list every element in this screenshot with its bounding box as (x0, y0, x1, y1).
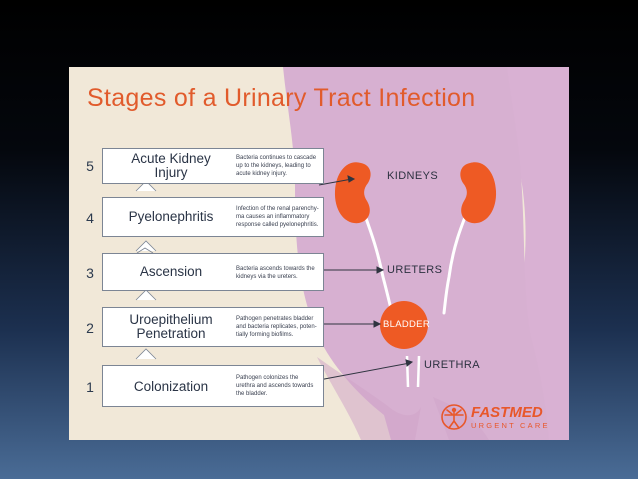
stage-number: 5 (86, 158, 94, 174)
stage-number: 2 (86, 320, 94, 336)
stage-name: Ascension (139, 264, 203, 279)
stage-description: Bacteria ascends towards the kidneys via… (236, 266, 315, 280)
stage-box: Ascension Bacteria ascends towards the k… (102, 253, 324, 291)
stage-5: 5 Acute Kidney Injury Bacteria continues… (69, 148, 331, 184)
logo-wordmark: FASTMED (471, 404, 543, 421)
bladder (380, 301, 428, 349)
stage-number: 3 (86, 265, 94, 281)
stage-name: Uroepithelium Penetration (129, 312, 213, 341)
ureters-label: URETERS (387, 264, 443, 276)
bladder-label: BLADDER (383, 319, 430, 330)
urinary-tract-diagram (135, 162, 497, 388)
stage-connectors (135, 180, 157, 360)
stage-description: Bacteria continues to cascade up to the … (236, 155, 317, 177)
fastmed-logo: FASTMED URGENT CARE (441, 403, 569, 433)
slide: Stages of a Urinary Tract Infection (69, 67, 569, 440)
stage-description: Pathogen penetrates bladder and bacteria… (236, 316, 317, 338)
logo-tagline: URGENT CARE (471, 421, 550, 430)
left-kidney (334, 162, 371, 224)
stage-description: Infection of the renal parenchy- ma caus… (236, 206, 319, 228)
pointer-arrows (318, 175, 414, 381)
right-kidney (460, 162, 497, 224)
stage-number: 1 (86, 379, 94, 395)
stage-1: 1 Colonization Pathogen colonizes the ur… (69, 365, 331, 407)
stage-name: Pyelonephritis (128, 209, 214, 224)
urethra-label: URETHRA (424, 359, 480, 371)
stage-box: Pyelonephritis Infection of the renal pa… (102, 197, 324, 237)
vitruvian-figure-icon (441, 404, 467, 430)
stage-4: 4 Pyelonephritis Infection of the renal … (69, 197, 331, 237)
body-silhouette (283, 67, 569, 440)
stage-box: Uroepithelium Penetration Pathogen penet… (102, 307, 324, 347)
stage-2: 2 Uroepithelium Penetration Pathogen pen… (69, 307, 331, 347)
stage-box: Acute Kidney Injury Bacteria continues t… (102, 148, 324, 184)
page-title: Stages of a Urinary Tract Infection (87, 84, 476, 112)
stage-name: Acute Kidney Injury (131, 151, 211, 180)
stage-3: 3 Ascension Bacteria ascends towards the… (69, 253, 331, 291)
stage-name: Colonization (133, 379, 209, 394)
kidneys-label: KIDNEYS (387, 170, 439, 182)
ureters (360, 205, 471, 315)
stage-number: 4 (86, 210, 94, 226)
stage-description: Pathogen colonizes the urethra and ascen… (236, 375, 314, 397)
stage-box: Colonization Pathogen colonizes the uret… (102, 365, 324, 407)
